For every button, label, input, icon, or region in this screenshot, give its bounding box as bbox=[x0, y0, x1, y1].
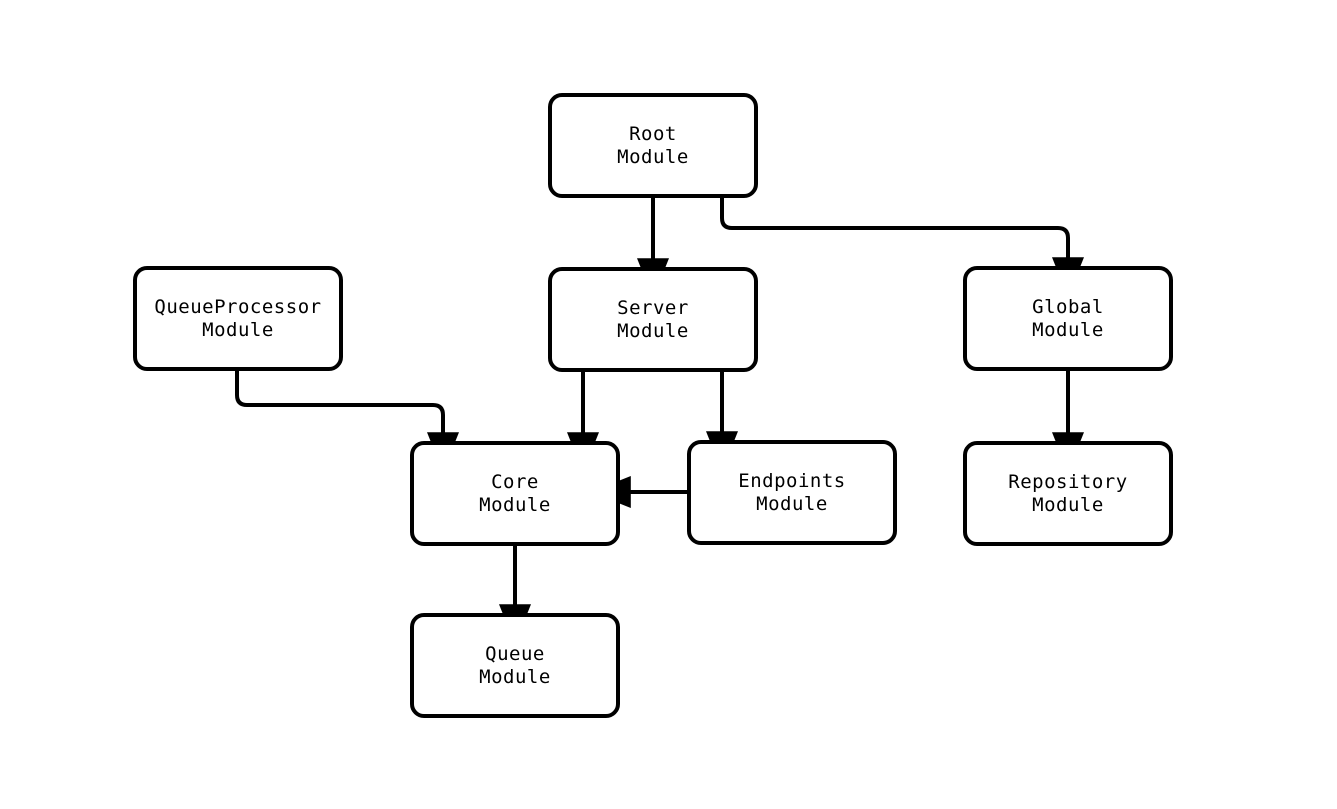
node-server-label-line1: Server bbox=[617, 296, 689, 319]
node-root-label-line1: Root bbox=[629, 122, 677, 145]
edge-root-global bbox=[720, 198, 1084, 298]
node-global-label-line1: Global bbox=[1032, 295, 1104, 318]
node-core-label-line2: Module bbox=[479, 493, 551, 516]
node-root-label-line2: Module bbox=[617, 145, 689, 168]
node-queueprocessor-label-line1: QueueProcessor bbox=[154, 295, 322, 318]
node-queue-label-line1: Queue bbox=[485, 642, 545, 665]
node-repository-label-line1: Repository bbox=[1008, 470, 1128, 493]
node-global-label-line2: Module bbox=[1032, 318, 1104, 341]
node-server-label-line2: Module bbox=[617, 319, 689, 342]
node-core-label-line1: Core bbox=[491, 470, 539, 493]
node-queue-label-line2: Module bbox=[479, 665, 551, 688]
node-endpoints-label-line1: Endpoints bbox=[738, 469, 846, 492]
edge-queueprocessor-core bbox=[235, 371, 459, 473]
node-repository-label-line2: Module bbox=[1032, 493, 1104, 516]
node-queueprocessor-label-line2: Module bbox=[202, 318, 274, 341]
edges-group bbox=[235, 198, 1084, 645]
node-endpoints-label-line2: Module bbox=[756, 492, 828, 515]
